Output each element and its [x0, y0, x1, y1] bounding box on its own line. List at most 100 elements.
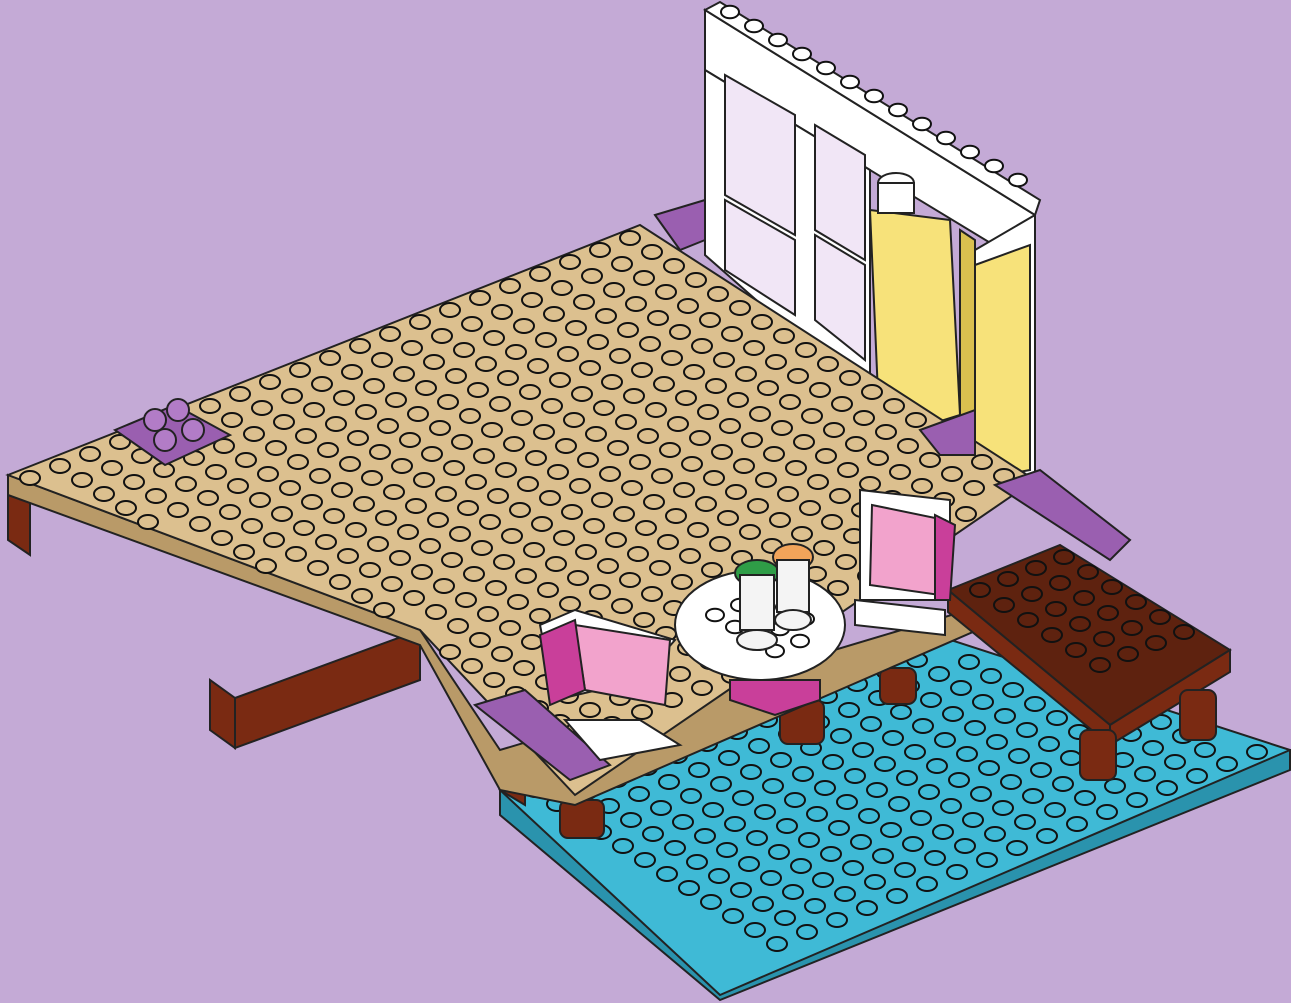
stud — [643, 827, 663, 841]
stud — [594, 401, 614, 415]
stud — [1127, 793, 1147, 807]
stud — [494, 555, 514, 569]
stud — [502, 529, 522, 543]
stud — [212, 531, 232, 545]
stud — [1053, 777, 1073, 791]
stud — [338, 549, 358, 563]
stud — [650, 561, 670, 575]
stud — [304, 403, 324, 417]
stud — [464, 567, 484, 581]
stud — [725, 817, 745, 831]
stud — [364, 379, 384, 393]
stud — [865, 90, 883, 103]
stud — [700, 313, 720, 327]
stud — [544, 307, 564, 321]
stud — [308, 561, 328, 575]
stud — [786, 461, 806, 475]
stud — [971, 787, 991, 801]
stud — [556, 439, 576, 453]
stud — [777, 819, 797, 833]
stud — [714, 353, 734, 367]
stud — [839, 703, 859, 717]
stud — [562, 505, 582, 519]
stud — [891, 705, 911, 719]
stud — [440, 645, 460, 659]
stud — [522, 635, 542, 649]
stud — [1174, 625, 1194, 639]
stud — [334, 391, 354, 405]
stud — [692, 681, 712, 695]
stud — [854, 411, 874, 425]
stud — [280, 481, 300, 495]
stud — [750, 407, 770, 421]
stud — [394, 367, 414, 381]
stud — [478, 607, 498, 621]
stud — [1090, 658, 1110, 672]
stud — [236, 453, 256, 467]
stud — [740, 525, 760, 539]
stud — [488, 489, 508, 503]
stud — [684, 365, 704, 379]
stud — [116, 501, 136, 515]
stud — [570, 479, 590, 493]
stud — [741, 765, 761, 779]
stud — [590, 243, 610, 257]
stud — [822, 515, 842, 529]
stud — [342, 365, 362, 379]
stud — [703, 803, 723, 817]
stud — [428, 513, 448, 527]
stud — [472, 541, 492, 555]
stud — [642, 587, 662, 601]
stud — [514, 661, 534, 675]
stud — [656, 285, 676, 299]
stud — [470, 291, 490, 305]
stud — [404, 591, 424, 605]
stud — [698, 405, 718, 419]
stud — [670, 325, 690, 339]
stud — [274, 415, 294, 429]
stud — [979, 761, 999, 775]
stud — [250, 493, 270, 507]
stud — [256, 559, 276, 573]
stud — [711, 777, 731, 791]
stud — [793, 48, 811, 61]
stud — [845, 769, 865, 783]
stud — [346, 523, 366, 537]
stud — [890, 465, 910, 479]
stud — [747, 831, 767, 845]
stud — [550, 373, 570, 387]
stud — [294, 521, 314, 535]
stud — [1070, 617, 1090, 631]
stud — [695, 829, 715, 843]
stud — [584, 519, 604, 533]
stud — [420, 539, 440, 553]
stud — [606, 533, 626, 547]
stud — [706, 379, 726, 393]
stud — [1150, 610, 1170, 624]
stud — [406, 499, 426, 513]
stud — [632, 705, 652, 719]
stud — [600, 467, 620, 481]
stud — [1195, 743, 1215, 757]
stud — [1046, 602, 1066, 616]
stud — [1126, 595, 1146, 609]
stud — [837, 795, 857, 809]
stud — [332, 483, 352, 497]
stud — [612, 257, 632, 271]
stud — [102, 461, 122, 475]
stud — [739, 857, 759, 871]
stud — [228, 479, 248, 493]
stud — [500, 279, 520, 293]
stud — [572, 387, 592, 401]
stud — [876, 425, 896, 439]
stud — [690, 431, 710, 445]
stud — [676, 391, 696, 405]
stud — [758, 381, 778, 395]
stud — [630, 455, 650, 469]
stud — [198, 491, 218, 505]
stud — [756, 473, 776, 487]
stud — [382, 577, 402, 591]
stud — [266, 441, 286, 455]
stud — [943, 707, 963, 721]
stud — [324, 509, 344, 523]
